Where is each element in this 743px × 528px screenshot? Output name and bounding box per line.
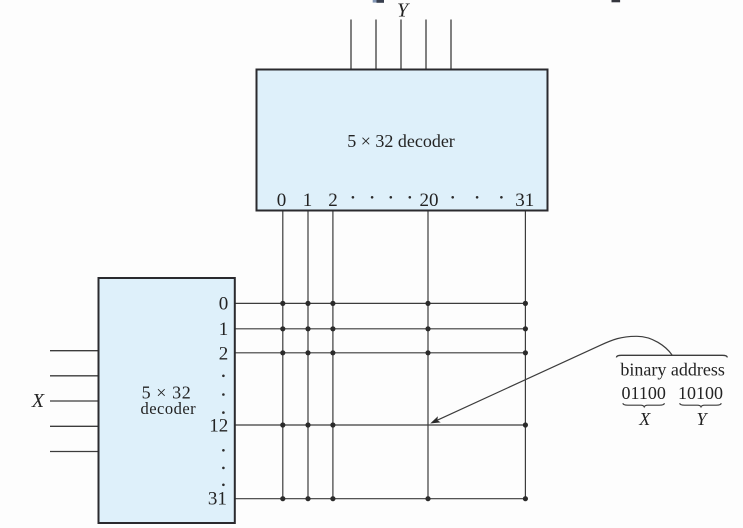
svg-text:binary address: binary address: [620, 360, 724, 380]
svg-text:01100: 01100: [622, 383, 666, 403]
svg-text:10100: 10100: [678, 383, 723, 403]
svg-text:5 × 32 decoder: 5 × 32 decoder: [347, 131, 455, 151]
svg-text:2: 2: [219, 344, 229, 365]
svg-text:12: 12: [209, 415, 228, 436]
svg-text:31: 31: [515, 190, 534, 211]
svg-text:X: X: [31, 390, 45, 412]
svg-text:20: 20: [420, 190, 439, 211]
svg-text:Y: Y: [397, 0, 410, 22]
svg-text:X: X: [638, 409, 651, 429]
svg-text:1: 1: [303, 190, 313, 211]
svg-text:decoder: decoder: [140, 399, 196, 418]
svg-text:2: 2: [328, 190, 338, 211]
svg-text:Y: Y: [696, 409, 708, 429]
svg-text:0: 0: [219, 293, 229, 314]
svg-text:31: 31: [208, 489, 227, 510]
svg-text:5 × 32: 5 × 32: [142, 383, 192, 403]
svg-text:0: 0: [277, 190, 287, 211]
svg-text:1: 1: [219, 319, 229, 340]
